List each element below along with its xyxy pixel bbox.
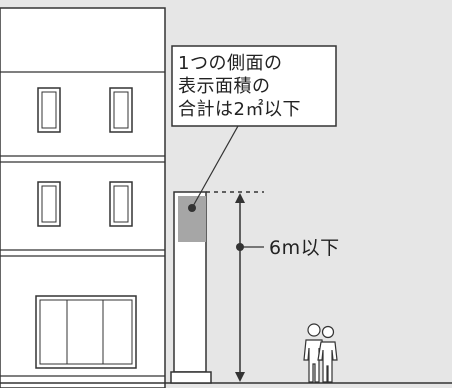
dimension-arrow-top [235,193,245,203]
window [109,181,133,227]
shop-window-frame [39,299,133,365]
person-body [317,341,338,383]
window [109,87,133,133]
window-frame [113,185,129,223]
shop-window [35,295,137,369]
callout-label: 1つの側面の 表示面積の 合計は2㎡以下 [178,53,301,120]
window [37,87,61,133]
callout-box [171,45,337,127]
height-limit-label: 6m以下 [269,237,340,259]
callout-leader-dot [188,204,196,212]
sign-base [170,371,212,384]
window-frame [41,185,57,223]
person-head [321,325,335,339]
callout-leader [191,125,239,209]
window [37,181,61,227]
pedestrians-figure [303,323,338,383]
pole-sign [170,191,212,384]
display-area [178,196,206,242]
person-head [307,323,321,337]
window-frame [41,91,57,129]
window-frame [113,91,129,129]
dimension-arrow-bottom [235,372,245,382]
building [0,7,166,388]
